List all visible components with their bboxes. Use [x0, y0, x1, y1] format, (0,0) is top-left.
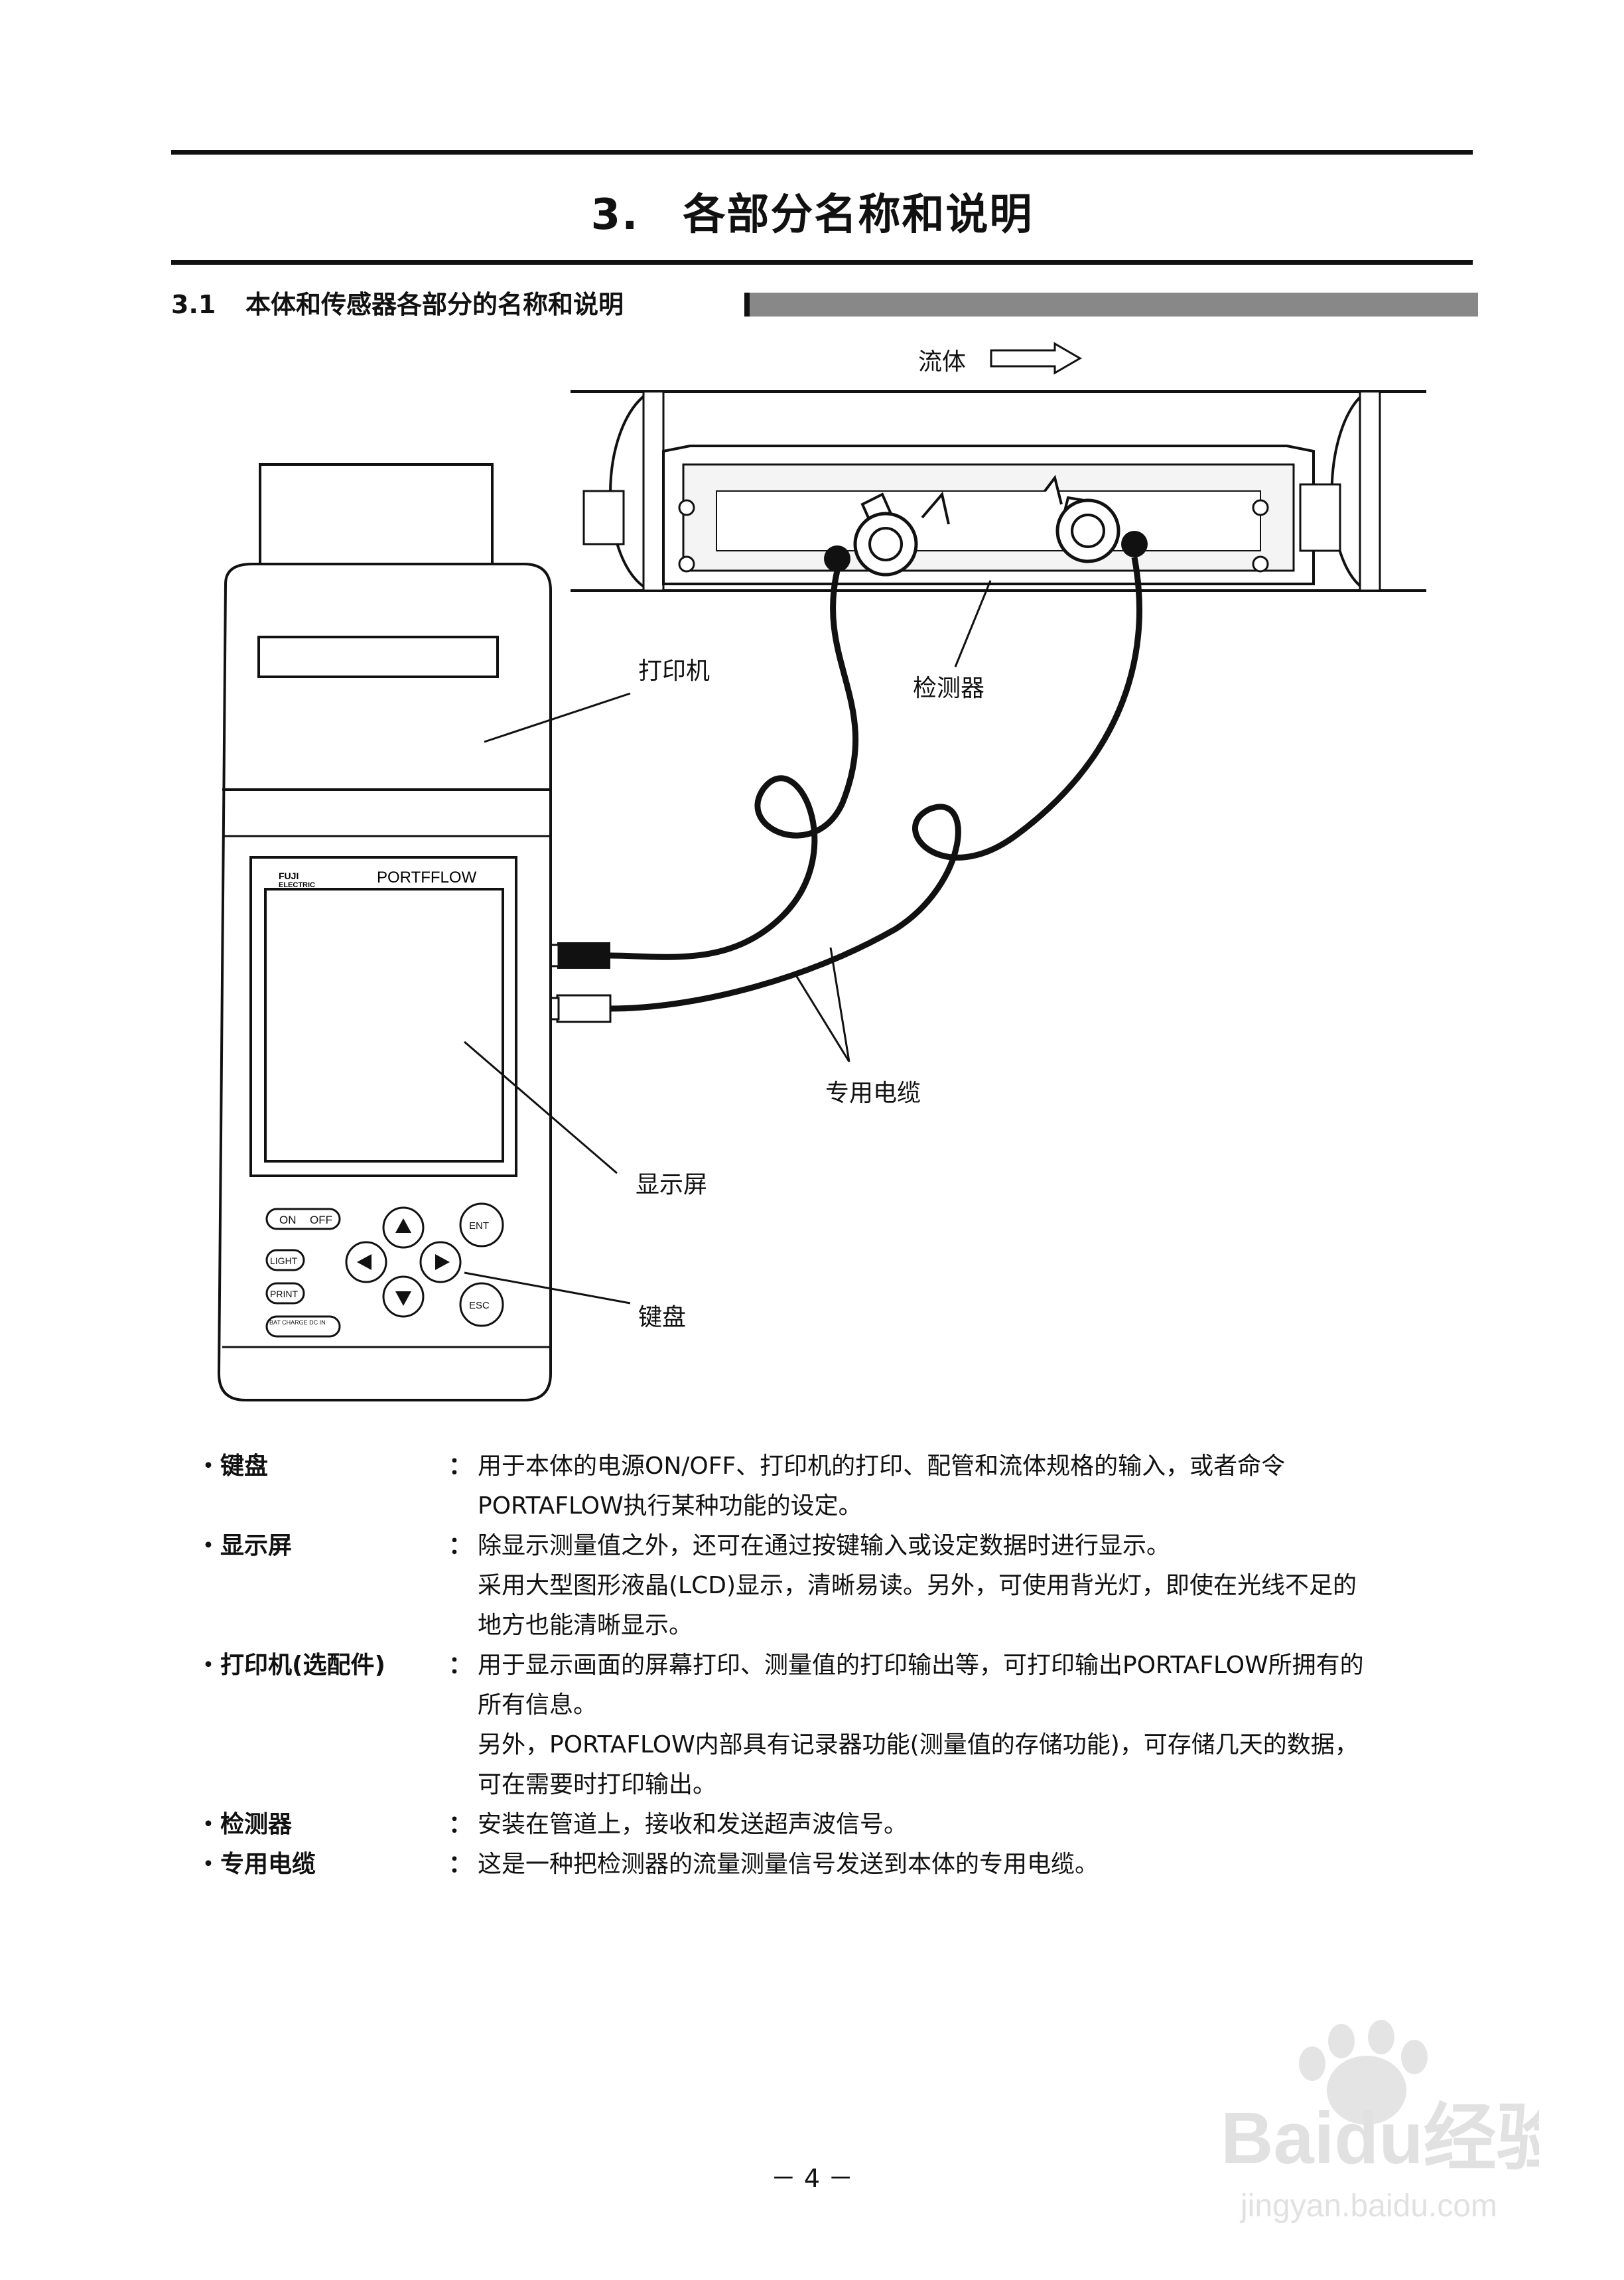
callout-display: 显示屏: [636, 1171, 708, 1198]
desc-body: 这是一种把检测器的流量测量信号发送到本体的专用电缆。: [478, 1845, 1477, 1885]
arrow-key-icons: [357, 1218, 450, 1306]
light-key-label: LIGHT: [270, 1255, 298, 1266]
on-off-key[interactable]: [265, 1208, 341, 1230]
desc-line: PORTAFLOW执行某种功能的设定。: [478, 1492, 862, 1520]
section-heading-bar: [744, 293, 1478, 317]
section-heading: 3.1 本体和传感器各部分的名称和说明: [171, 284, 624, 321]
desc-colon: ：: [448, 1851, 473, 1878]
watermark-url-text: jingyan.baidu.com: [1239, 2188, 1497, 2224]
detector-rail: [582, 445, 1341, 585]
desc-line: 所有信息。: [478, 1691, 598, 1719]
desc-line: 另外，PORTAFLOW内部具有记录器功能(测量值的存储功能)，可存储几天的数据…: [478, 1731, 1359, 1758]
desc-line: 用于显示画面的屏幕打印、测量值的打印输出等，可打印输出PORTAFLOW所拥有的: [478, 1652, 1364, 1679]
desc-colon: ：: [448, 1453, 473, 1480]
desc-colon: ：: [448, 1532, 473, 1559]
model-text: PORTFFLOW: [377, 869, 477, 887]
desc-line: 采用大型图形液晶(LCD)显示，清晰易读。另外，可使用背光灯，即使在光线不足的: [478, 1572, 1357, 1599]
callout-detector: 检测器: [913, 675, 985, 702]
callout-cable: 专用电缆: [825, 1080, 921, 1107]
esc-key[interactable]: [459, 1282, 504, 1327]
leader-lines: [464, 580, 992, 1305]
description-list: ・键盘 ： 用于本体的电源ON/OFF、打印机的打印、配管和流体规格的输入，或者…: [196, 1447, 1477, 1885]
desc-term: ・键盘: [196, 1453, 269, 1480]
desc-line: 安装在管道上，接收和发送超声波信号。: [478, 1811, 908, 1838]
chapter-title: 3. 各部分名称和说明: [590, 190, 1034, 240]
description-item: ・检测器 ： 安装在管道上，接收和发送超声波信号。: [196, 1805, 1477, 1845]
print-key-label: PRINT: [270, 1289, 298, 1299]
device-diagram: FUJI ELECTRIC PORTFFLOW ON OFF LIGHT PRI…: [217, 342, 1426, 1401]
watermark-brand-text: Baidu经验: [1221, 2098, 1539, 2179]
section-title: 本体和传感器各部分的名称和说明: [245, 290, 624, 319]
desc-line: 地方也能清晰显示。: [478, 1612, 693, 1639]
callout-printer: 打印机: [638, 658, 710, 685]
sensor-left: [824, 491, 950, 577]
light-key[interactable]: [265, 1249, 305, 1271]
desc-body: 安装在管道上，接收和发送超声波信号。: [478, 1805, 1477, 1845]
description-item: ・键盘 ： 用于本体的电源ON/OFF、打印机的打印、配管和流体规格的输入，或者…: [196, 1447, 1477, 1526]
off-key-label: OFF: [310, 1214, 332, 1226]
cable-plug-2: [548, 994, 612, 1023]
paw-icon: [1299, 2020, 1428, 2125]
ent-key[interactable]: [459, 1202, 504, 1247]
title-underline: [171, 260, 1473, 265]
desc-body: 除显示测量值之外，还可在通过按键输入或设定数据时进行显示。 采用大型图形液晶(L…: [478, 1526, 1477, 1646]
desc-line: 这是一种把检测器的流量测量信号发送到本体的专用电缆。: [478, 1851, 1099, 1878]
desc-line: 可在需要时打印输出。: [478, 1771, 717, 1798]
desc-line: 除显示测量值之外，还可在通过按键输入或设定数据时进行显示。: [478, 1532, 1171, 1559]
indicator-panel: [265, 1315, 341, 1338]
desc-colon: ：: [448, 1811, 473, 1838]
print-key[interactable]: [265, 1282, 305, 1305]
top-rule: [171, 150, 1473, 155]
ent-key-label: ENT: [469, 1220, 489, 1232]
indicator-label: BAT CHARGE DC IN: [269, 1319, 326, 1326]
desc-colon: ：: [448, 1652, 473, 1679]
desc-body: 用于本体的电源ON/OFF、打印机的打印、配管和流体规格的输入，或者命令 POR…: [478, 1447, 1477, 1526]
brand-line2-text: ELECTRIC: [279, 881, 315, 889]
desc-term: ・打印机(选配件): [196, 1652, 385, 1679]
desc-term: ・专用电缆: [196, 1851, 316, 1878]
cables: [610, 557, 1142, 1012]
esc-key-label: ESC: [469, 1300, 490, 1311]
baidu-watermark-logo: Baidu经验 jingyan.baidu.com: [1221, 2020, 1539, 2224]
desc-term: ・检测器: [196, 1811, 293, 1838]
desc-term: ・显示屏: [196, 1532, 293, 1559]
desc-line: 用于本体的电源ON/OFF、打印机的打印、配管和流体规格的输入，或者命令: [478, 1453, 1286, 1480]
description-item: ・专用电缆 ： 这是一种把检测器的流量测量信号发送到本体的专用电缆。: [196, 1845, 1477, 1885]
flow-arrow-icon: [990, 342, 1082, 375]
section-number: 3.1: [171, 290, 216, 319]
description-item: ・打印机(选配件) ： 用于显示画面的屏幕打印、测量值的打印输出等，可打印输出P…: [196, 1646, 1477, 1805]
flow-label: 流体: [918, 348, 967, 376]
sensor-right: [1044, 474, 1148, 563]
callout-keypad: 键盘: [638, 1304, 687, 1331]
page-number: － 4 －: [770, 2164, 854, 2193]
flowmeter-body: FUJI ELECTRIC PORTFFLOW: [217, 463, 552, 1401]
cable-plug-1: [548, 942, 610, 969]
brand-line1-text: FUJI: [279, 871, 299, 881]
desc-body: 用于显示画面的屏幕打印、测量值的打印输出等，可打印输出PORTAFLOW所拥有的…: [478, 1646, 1477, 1805]
description-item: ・显示屏 ： 除显示测量值之外，还可在通过按键输入或设定数据时进行显示。 采用大…: [196, 1526, 1477, 1646]
pipe: [571, 390, 1426, 592]
on-key-label: ON: [279, 1214, 297, 1226]
